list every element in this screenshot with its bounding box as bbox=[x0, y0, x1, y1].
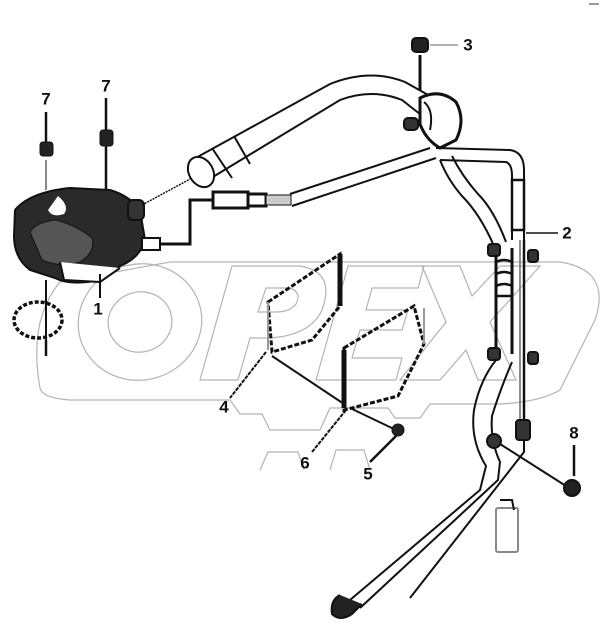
corner-mark bbox=[589, 3, 599, 5]
callout-3: 3 bbox=[463, 35, 473, 55]
callout-7-left: 7 bbox=[41, 89, 51, 109]
callout-2: 2 bbox=[562, 223, 572, 243]
callout-6: 6 bbox=[300, 453, 310, 473]
callout-7-right: 7 bbox=[101, 76, 111, 96]
callout-5: 5 bbox=[363, 464, 373, 484]
cover-gaskets bbox=[229, 251, 426, 463]
module-assembly bbox=[12, 98, 161, 356]
callout-4: 4 bbox=[219, 397, 229, 417]
hose-assembly bbox=[141, 37, 581, 619]
watermark-opex bbox=[36, 261, 600, 471]
callout-1: 1 bbox=[93, 299, 103, 319]
callout-8: 8 bbox=[569, 423, 579, 443]
